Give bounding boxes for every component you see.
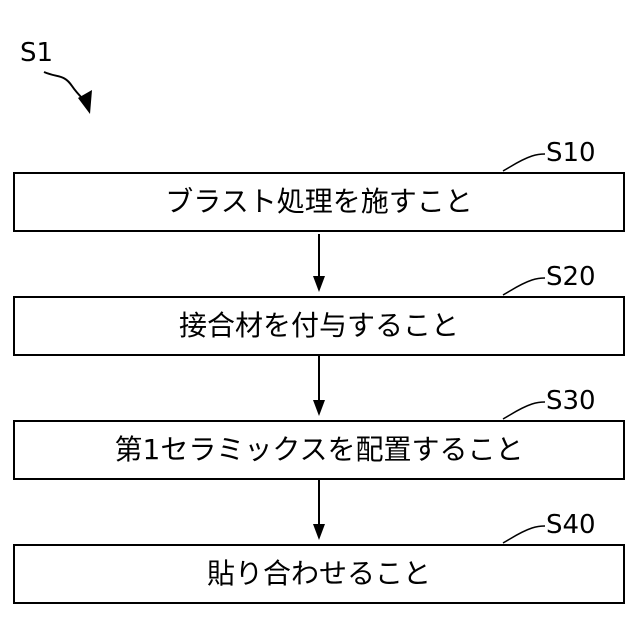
leader-line-s20 bbox=[503, 278, 545, 295]
step-box-s30: 第1セラミックスを配置すること bbox=[13, 420, 625, 480]
leader-line-s10 bbox=[503, 154, 545, 171]
arrowhead-s20-to-s30-icon bbox=[313, 400, 325, 416]
flowchart-label: S1 bbox=[20, 40, 53, 66]
step-code-s30: S30 bbox=[546, 388, 596, 414]
step-text-s40: 貼り合わせること bbox=[207, 559, 431, 589]
arrowhead-s10-to-s20-icon bbox=[313, 276, 325, 292]
s1-pointer-curve bbox=[44, 72, 84, 100]
step-code-s20: S20 bbox=[546, 264, 596, 290]
step-text-s20: 接合材を付与すること bbox=[179, 311, 459, 341]
step-box-s20: 接合材を付与すること bbox=[13, 296, 625, 356]
s1-pointer-arrowhead-icon bbox=[78, 90, 92, 114]
arrowhead-s30-to-s40-icon bbox=[313, 524, 325, 540]
step-code-s40: S40 bbox=[546, 512, 596, 538]
step-box-s10: ブラスト処理を施すこと bbox=[13, 172, 625, 232]
step-text-s30: 第1セラミックスを配置すること bbox=[115, 435, 524, 465]
step-text-s10: ブラスト処理を施すこと bbox=[165, 187, 472, 217]
step-box-s40: 貼り合わせること bbox=[13, 544, 625, 604]
leader-line-s30 bbox=[503, 402, 545, 419]
leader-line-s40 bbox=[503, 526, 545, 543]
step-code-s10: S10 bbox=[546, 140, 596, 166]
